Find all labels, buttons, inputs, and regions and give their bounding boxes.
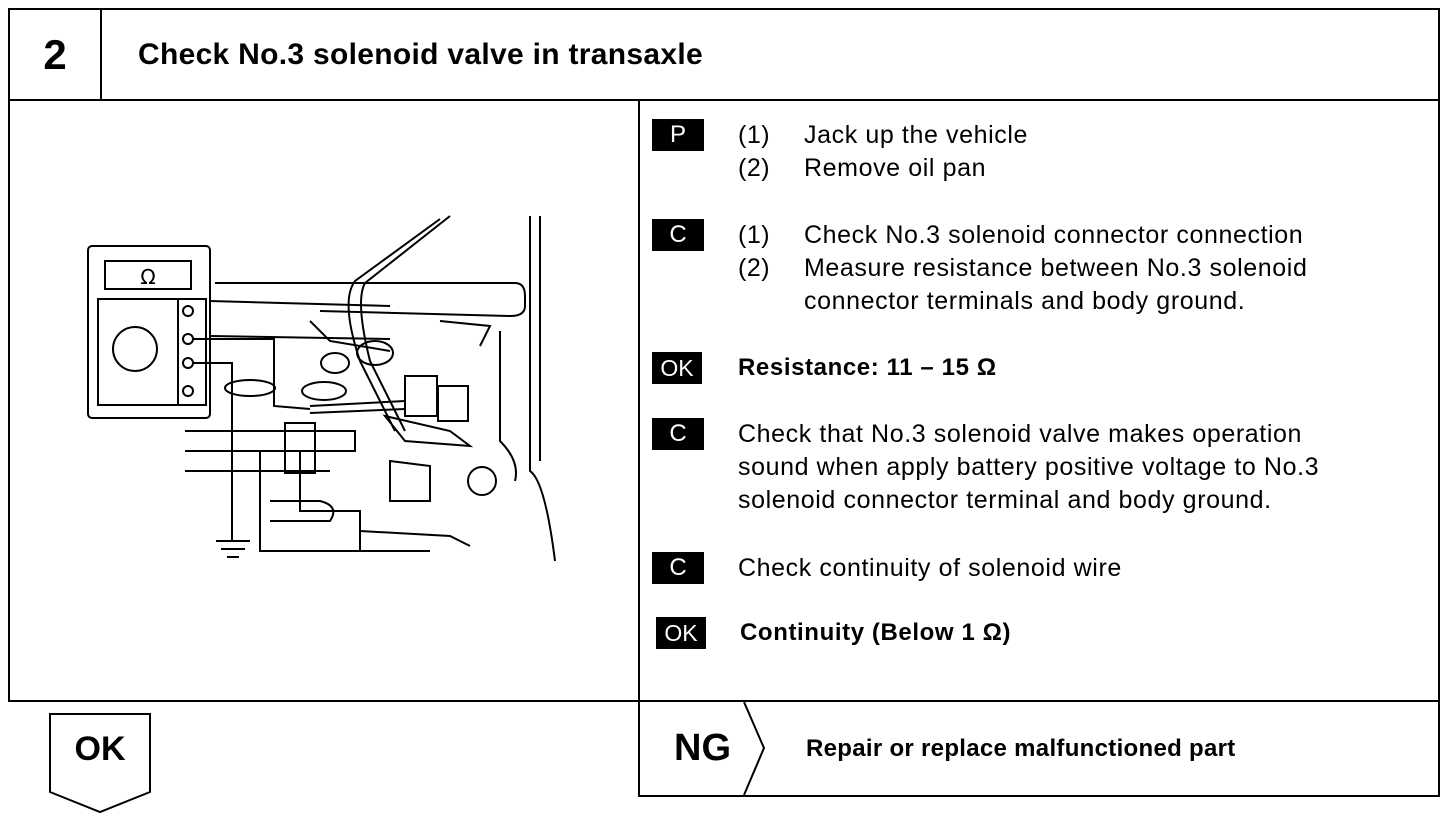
item-number: (2) [738,254,771,282]
instruction-text: Check No.3 solenoid connector connection [804,221,1304,249]
tag-precaution: P [652,119,704,151]
ohmmeter-dial [112,326,158,372]
tag-check: C [652,418,704,450]
solenoid-measurement-illustration: Ω [87,215,556,562]
illustration-panel: Ω [8,99,640,702]
test-lead-ground [193,362,233,541]
instruction-text: Check continuity of solenoid wire [738,554,1122,582]
step-title: Check No.3 solenoid valve in transaxle [138,37,703,71]
ok-arrow-shape [49,713,151,814]
ok-label: OK [74,730,126,768]
instruction-text: Jack up the vehicle [804,121,1029,149]
ohmmeter-body [87,245,211,419]
instruction-text: solenoid connector terminal and body gro… [738,486,1272,514]
instruction-text: sound when apply battery positive voltag… [738,453,1320,481]
spec-resistance: Resistance: 11 – 15 Ω [738,354,997,381]
step-number: 2 [10,10,102,99]
instruction-text: connector terminals and body ground. [804,287,1246,315]
ng-result-box: NG Repair or replace malfunctioned part [638,700,1440,797]
tag-check: C [652,219,704,251]
spec-continuity: Continuity (Below 1 Ω) [740,619,1012,646]
item-number: (1) [738,221,771,249]
ohm-symbol: Ω [140,265,155,289]
item-number: (1) [738,121,771,149]
step-header: 2 Check No.3 solenoid valve in transaxle [8,8,1440,101]
tag-ok: OK [656,617,706,649]
tag-ok: OK [652,352,702,384]
instructions-panel: P (1) Jack up the vehicle (2) Remove oil… [638,99,1440,702]
item-number: (2) [738,154,771,182]
ng-action-text: Repair or replace malfunctioned part [806,734,1236,762]
instruction-text: Check that No.3 solenoid valve makes ope… [738,420,1303,448]
instruction-text: Measure resistance between No.3 solenoid [804,254,1308,282]
test-lead-positive [193,338,311,410]
tag-check: C [652,552,704,584]
ohmmeter-display [104,260,192,290]
ng-arrow-divider [743,702,766,795]
ng-label: NG [674,727,731,769]
instruction-text: Remove oil pan [804,154,987,182]
